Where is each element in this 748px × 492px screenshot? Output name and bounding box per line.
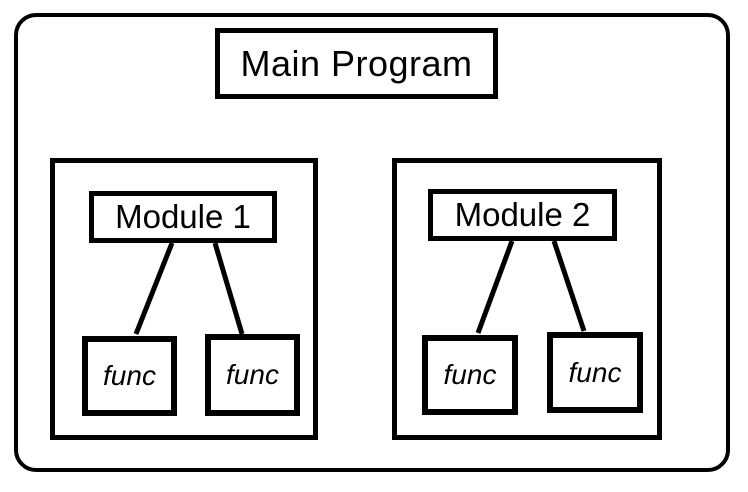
module-1-func-1-label: func bbox=[103, 360, 156, 391]
module-2-func-1-label: func bbox=[443, 359, 497, 390]
main-program-label: Main Program bbox=[240, 42, 473, 84]
module-1-box: Module 1 bbox=[89, 191, 277, 243]
module-1-label: Module 1 bbox=[115, 198, 251, 235]
module-2-box: Module 2 bbox=[428, 189, 617, 241]
module-2-func-2-box: func bbox=[547, 332, 643, 413]
main-program-box: Main Program bbox=[215, 28, 498, 99]
module-2-container bbox=[392, 158, 662, 440]
module-2-label: Module 2 bbox=[454, 196, 591, 233]
module-1-func-1-box: func bbox=[82, 336, 177, 416]
module-1-func-2-box: func bbox=[205, 334, 300, 416]
module-1-func-2-label: func bbox=[226, 359, 279, 390]
module-2-func-2-label: func bbox=[568, 356, 622, 388]
module-1-container bbox=[50, 158, 318, 440]
module-2-func-1-box: func bbox=[422, 335, 518, 415]
main-program-boundary bbox=[14, 13, 730, 472]
